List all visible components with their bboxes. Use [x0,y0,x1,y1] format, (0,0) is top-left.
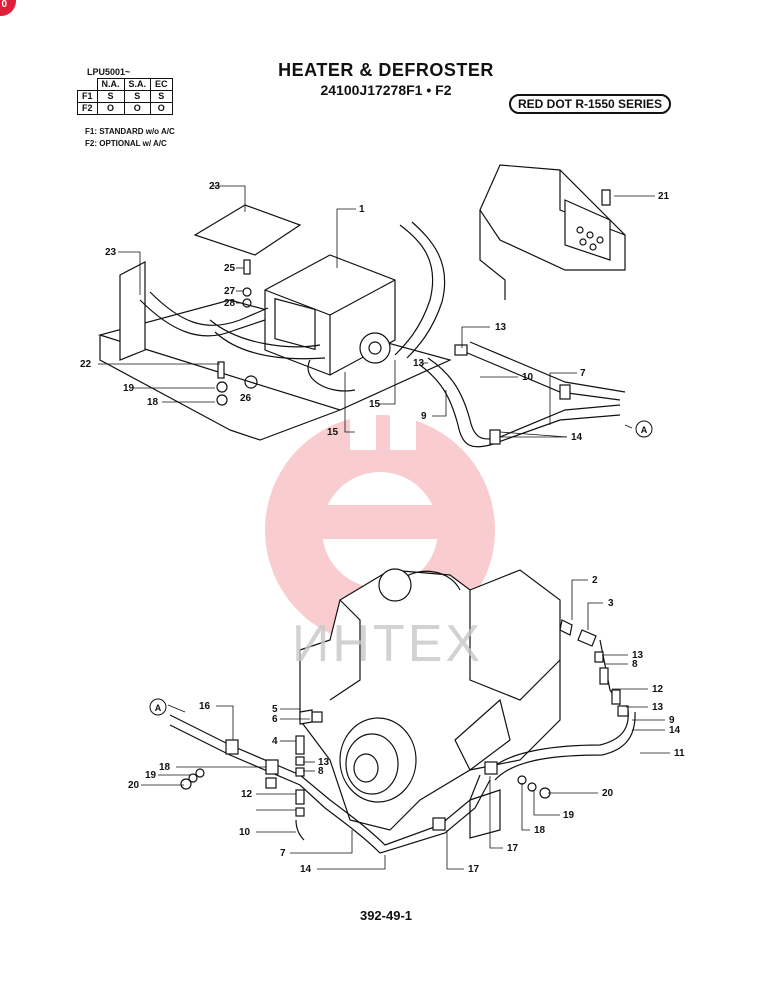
page-number: 392-49-1 [359,908,413,923]
callout-19: 19 [563,810,575,821]
callout-18: 18 [147,397,159,408]
connector-a-upper: A [635,420,653,438]
callout-14: 14 [300,864,312,875]
callout-20: 20 [128,780,140,791]
table-cell: O [96,102,125,115]
connector-a-label: A [641,425,648,435]
connector-a-lower: A [149,698,167,716]
applicability-table: N.A. S.A. EC F1 S S S F2 O O O [77,78,173,115]
callout-22: 22 [80,359,92,370]
callout-17: 17 [468,864,480,875]
callout-23: 23 [209,181,221,192]
leader-lines-upper [98,185,655,438]
callouts-upper: 1 7 9 10 13 13 14 15 15 18 19 21 22 23 2… [80,181,670,443]
callout-5: 5 [272,704,278,715]
callout-19: 19 [145,770,157,781]
callout-23: 23 [105,247,117,258]
table-row: F2 O O O [77,102,173,115]
callout-28: 28 [224,298,236,309]
callout-20: 20 [602,788,614,799]
table-row: F1 S S S [77,90,173,103]
callout-13: 13 [495,322,507,333]
callout-18: 18 [159,762,171,773]
notes: F1: STANDARD w/o A/C F2: OPTIONAL w/ A/C [85,126,175,150]
watermark-text: ИНТЕХ [292,615,484,673]
callout-16: 16 [199,701,211,712]
callout-8: 8 [632,659,638,670]
page-title: HEATER & DEFROSTER [278,60,494,80]
callout-2: 2 [592,575,598,586]
table-cell: O [123,102,152,115]
callout-4: 4 [272,736,278,747]
part-code: 24100J17278F1 • F2 [320,82,452,98]
callout-6: 6 [272,714,278,725]
callouts-lower: 2 3 4 5 6 7 8 8 9 10 11 12 12 13 13 13 1… [128,575,685,875]
callout-19: 19 [123,383,135,394]
table-cell: O [150,102,173,115]
callout-13: 13 [652,702,664,713]
note-f2: F2: OPTIONAL w/ A/C [85,139,167,148]
note-f1: F1: STANDARD w/o A/C [85,127,175,136]
callout-9: 9 [421,411,427,422]
callout-9: 9 [669,715,675,726]
callout-1: 1 [359,204,365,215]
callout-27: 27 [224,286,236,297]
callout-25: 25 [224,263,236,274]
callout-10: 10 [522,372,534,383]
callout-21: 21 [658,191,670,202]
callout-13: 13 [632,650,644,661]
callout-12: 12 [241,789,253,800]
callout-14: 14 [669,725,681,736]
callout-13: 13 [413,358,425,369]
callout-15: 15 [369,399,381,410]
upper-assembly [97,164,626,448]
callout-14: 14 [571,432,583,443]
callout-15: 15 [327,427,339,438]
connector-a-label: A [155,703,162,713]
callout-8: 8 [318,766,324,777]
callout-18: 18 [534,825,546,836]
lower-assembly [169,568,636,854]
callout-12: 12 [652,684,664,695]
callout-7: 7 [280,848,286,859]
callout-17: 17 [507,843,519,854]
callout-10: 10 [239,827,251,838]
serial-range: LPU5001~ [87,67,131,77]
callout-26: 26 [240,393,252,404]
callout-3: 3 [608,598,614,609]
table-header-row: N.A. S.A. EC [77,78,173,91]
callout-7: 7 [580,368,586,379]
callout-13: 13 [318,757,330,768]
series-badge: RED DOT R-1550 SERIES [509,94,672,114]
callout-11: 11 [674,748,685,759]
leader-lines-lower [141,579,670,870]
